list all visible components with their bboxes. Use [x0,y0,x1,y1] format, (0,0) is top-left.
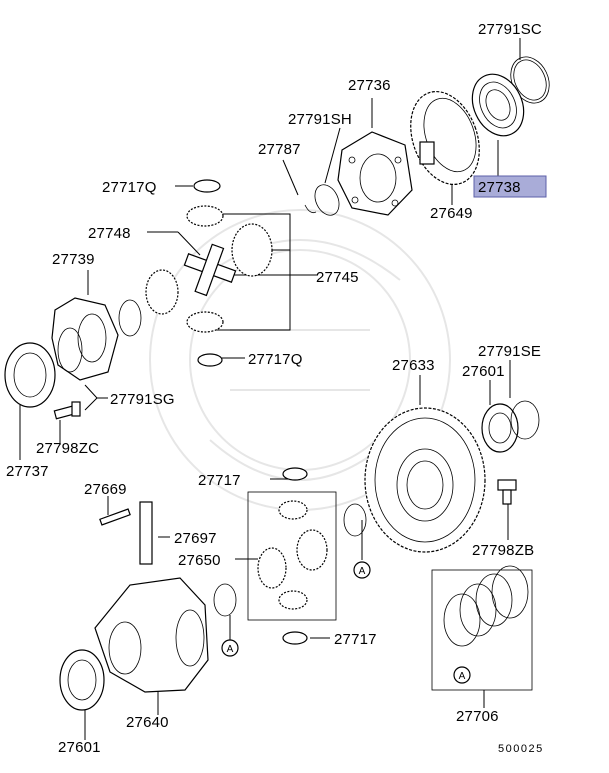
label-27706[interactable]: 27706 [456,708,499,725]
label-27649[interactable]: 27649 [430,205,473,222]
label-27717-mid[interactable]: 27717 [198,472,241,489]
label-27745[interactable]: 27745 [316,269,359,286]
label-27791SC[interactable]: 27791SC [478,21,542,38]
label-27787[interactable]: 27787 [258,141,301,158]
label-27791SG[interactable]: 27791SG [110,391,175,408]
callout-a-3: A [453,666,471,684]
label-27669[interactable]: 27669 [84,481,127,498]
part-washer-a2 [213,583,237,617]
part-27649-drive-gear [410,90,480,186]
label-27717-low[interactable]: 27717 [334,631,377,648]
svg-text:A: A [359,566,366,577]
label-27748[interactable]: 27748 [88,225,131,242]
part-27633-final-gear [364,407,486,553]
label-27650[interactable]: 27650 [178,552,221,569]
part-27736-differential-case [337,131,413,216]
part-labels: 27791SC 27736 27791SH 27787 27738 27717Q… [6,21,542,756]
label-27737[interactable]: 27737 [6,463,49,480]
part-27717-washer-mid [282,467,308,481]
part-27717Q-washer-mid [197,353,223,367]
callout-a-2: A [221,639,239,657]
label-27717Q-top[interactable]: 27717Q [102,179,157,196]
part-27791SG-snap-ring [118,299,142,337]
highlight-27738 [473,175,547,198]
label-27739[interactable]: 27739 [52,251,95,268]
diagram-code: 500025 [498,743,544,755]
label-27736[interactable]: 27736 [348,77,391,94]
part-27748-spider [183,243,237,297]
leader-lines [19,38,521,740]
part-27717Q-washer-top [193,179,221,193]
part-27787-pin [304,204,317,214]
label-27633[interactable]: 27633 [392,357,435,374]
callout-a-1: A [353,561,371,579]
label-27798ZC[interactable]: 27798ZC [36,440,99,457]
part-27697-shaft [139,501,153,565]
part-27798ZB-bolt [497,479,517,505]
part-27601-bearing-left [59,649,105,711]
part-27791SH-snap-ring [314,184,340,216]
part-27738-bearing [471,73,525,137]
label-27791SH[interactable]: 27791SH [288,111,352,128]
part-27650-gear-set [247,491,337,621]
svg-text:A: A [227,644,234,655]
part-27601-bearing-right [481,403,519,453]
label-27791SE[interactable]: 27791SE [478,343,541,360]
label-27697[interactable]: 27697 [174,530,217,547]
svg-text:A: A [459,671,466,682]
part-27798ZC-bolt [53,401,81,420]
part-27640-differential-case [94,577,209,693]
label-27798ZB[interactable]: 27798ZB [472,542,534,559]
label-27601-left[interactable]: 27601 [58,739,101,756]
part-27669-pin [99,508,131,526]
part-27745-pinion-gears [145,205,273,333]
label-27640[interactable]: 27640 [126,714,169,731]
label-27601-right[interactable]: 27601 [462,363,505,380]
label-27738[interactable]: 27738 [478,179,521,196]
part-washer-a1 [343,503,367,537]
part-27739-flange [51,297,119,381]
label-27717Q-mid[interactable]: 27717Q [248,351,303,368]
part-27717-washer-low [282,631,308,645]
part-27791SE-snap-ring [510,400,540,440]
part-27737-bearing [4,342,56,408]
part-27706-shim-set [431,565,533,691]
